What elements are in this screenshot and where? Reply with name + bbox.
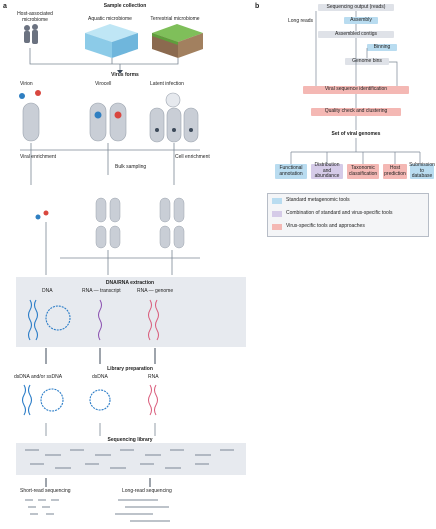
- virocell-label: Virocell: [95, 81, 112, 87]
- panel-b-label: b: [255, 3, 260, 10]
- sequencing-output-box: Sequencing output (reads): [318, 4, 394, 11]
- latent-infection-label: Latent infection: [150, 81, 184, 87]
- library-dna-icon: [21, 384, 111, 416]
- legend-label-virus-specific: Virus-specific tools and approaches: [286, 223, 365, 229]
- dna-strands-icon: [27, 299, 71, 341]
- legend-swatch-combination: [272, 211, 282, 217]
- assembled-contigs-box: Assembled contigs: [318, 31, 394, 38]
- aquatic-microbiome-label: Aquatic microbiome: [88, 16, 132, 22]
- set-viral-genomes-title: Set of viral genomes: [331, 131, 381, 137]
- virion-icon: [19, 90, 41, 99]
- host-microbiome-label: Host-associated microbiome: [17, 11, 53, 23]
- output-host-prediction: Host prediction: [383, 164, 407, 179]
- legend-label-standard: Standard metagenomic tools: [286, 197, 350, 203]
- genome-bins-box: Genome bins: [345, 58, 389, 65]
- sequencing-library-title: Sequencing library: [107, 437, 153, 443]
- short-reads-icon: [25, 499, 59, 515]
- ds-ss-dna-label: dsDNA and/or ssDNA: [14, 374, 63, 380]
- rna-transcript-icon: [98, 299, 102, 341]
- long-reads-label: Long reads: [288, 18, 314, 24]
- output-taxonomic-classification: Taxonomic classification: [347, 164, 379, 179]
- extraction-band: [16, 277, 246, 347]
- output-functional-annotation: Functional annotation: [275, 164, 307, 179]
- virus-forms-title: Virus forms: [111, 72, 139, 78]
- library-rna-icon: [148, 384, 158, 416]
- long-read-label: Long-read sequencing: [122, 488, 172, 494]
- latent-infection-icon: [149, 92, 199, 143]
- dna-label: DNA: [42, 288, 53, 294]
- legend-swatch-standard: [272, 198, 282, 204]
- terrestrial-microbiome-label: Terrestrial microbiome: [150, 16, 200, 22]
- bulk-sampling-label: Bulk sampling: [115, 164, 147, 170]
- rna-genome-label: RNA — genome: [137, 288, 174, 294]
- assembly-box: Assembly: [344, 17, 378, 24]
- sequencing-band: [16, 443, 246, 475]
- binning-box: Binning: [367, 44, 397, 51]
- legend-box: Standard metagenomic tools Combination o…: [267, 193, 429, 237]
- library-prep-title: Library preparation: [107, 366, 153, 372]
- short-read-label: Short-read sequencing: [20, 488, 71, 494]
- extraction-title: DNA/RNA extraction: [105, 280, 155, 286]
- output-submission: Submission to database: [409, 162, 435, 180]
- sample-collection-title: Sample collection: [103, 3, 147, 9]
- dsdna-label: dsDNA: [92, 374, 108, 380]
- panel-a-label: a: [3, 3, 7, 10]
- output-distribution-abundance: Distribution and abundance: [311, 163, 343, 179]
- rna-label: RNA: [148, 374, 159, 380]
- virion-label: Virion: [20, 81, 33, 87]
- terrestrial-block-icon: [152, 24, 203, 58]
- host-people-icon: [24, 24, 38, 44]
- viral-identification-box: Viral sequence identification: [303, 86, 409, 94]
- long-reads-icon: [115, 499, 170, 522]
- cell-enrichment-label: Cell enrichment: [175, 154, 210, 160]
- aquatic-cube-icon: [85, 24, 138, 58]
- bulk-cells-icon: [95, 197, 185, 249]
- enriched-virions-icon: [35, 210, 49, 220]
- quality-check-box: Quality check and clustering: [311, 108, 401, 116]
- sequencing-reads-icon: [25, 449, 234, 469]
- legend-label-combination: Combination of standard and virus-specif…: [286, 210, 393, 216]
- rna-transcript-label: RNA — transcript: [82, 288, 121, 294]
- viral-enrichment-label: Viral enrichment: [20, 154, 57, 160]
- virocell-icon: [89, 102, 127, 142]
- legend-swatch-virus-specific: [272, 224, 282, 230]
- rna-genome-icon: [148, 299, 159, 341]
